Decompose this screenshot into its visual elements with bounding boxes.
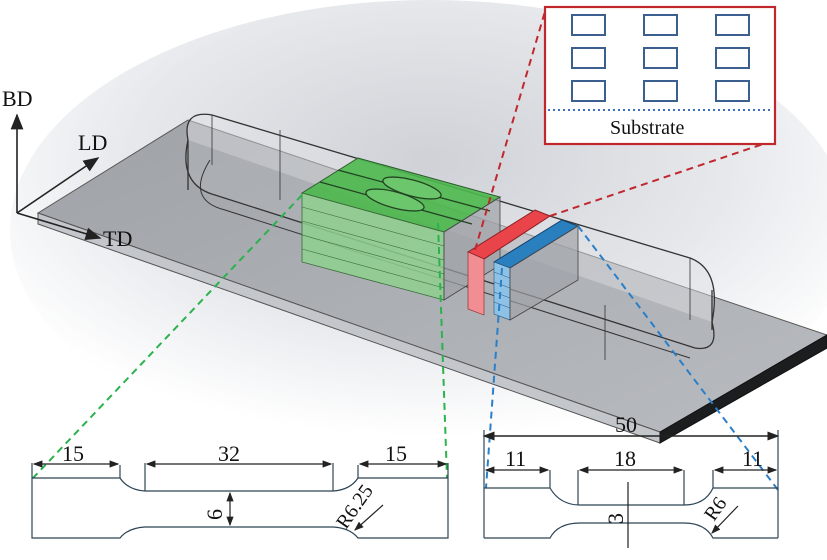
large-specimen-outline	[31, 463, 449, 539]
large-specimen-stack	[300, 157, 502, 301]
dim-gauge-length: 32	[218, 441, 240, 466]
small-specimen-drawing	[482, 430, 780, 548]
green-leader-right	[437, 222, 448, 479]
dim-small-grip-left: 11	[505, 446, 526, 471]
red-leader-right	[549, 139, 776, 217]
dim-small-gauge-length: 18	[614, 446, 636, 471]
dim-grip-left: 15	[62, 441, 84, 466]
substrate-label: Substrate	[610, 117, 685, 139]
inset-specimen-section	[715, 14, 750, 36]
red-leader-left	[474, 7, 547, 251]
blue-leader-right	[577, 225, 779, 491]
coordinate-axes: BD LD TD	[2, 86, 132, 251]
dim-small-fillet-radius: R6	[700, 493, 731, 525]
dim-overall-length: 50	[615, 412, 637, 437]
dim-small-gauge-width: 3	[603, 513, 628, 524]
td-label: TD	[103, 226, 132, 251]
blue-leader-left	[485, 267, 503, 489]
dim-small-grip-right: 11	[742, 446, 763, 471]
leader-lines	[32, 7, 779, 491]
inset-specimen-section	[571, 47, 606, 69]
inset-specimen-section	[643, 80, 678, 102]
green-leader-left	[32, 194, 303, 479]
red-specimen	[466, 209, 552, 316]
inset-specimen-section	[643, 47, 678, 69]
dim-fillet-radius: R6.25	[332, 481, 378, 533]
inset-specimen-section	[571, 14, 606, 36]
small-specimen-outline	[484, 470, 778, 539]
inset-specimen-grid	[571, 14, 750, 102]
inset-frame	[543, 5, 777, 146]
ld-arrow	[16, 157, 100, 214]
dim-grip-right: 15	[385, 441, 407, 466]
inset-specimen-section	[715, 80, 750, 102]
inset-specimen-section	[643, 14, 678, 36]
large-specimen-drawing	[31, 460, 449, 539]
bd-label: BD	[2, 86, 33, 111]
td-arrow	[16, 212, 102, 240]
inset-specimen-section	[715, 47, 750, 69]
ld-label: LD	[78, 130, 107, 155]
cross-section-inset: Substrate	[543, 5, 777, 146]
dim-gauge-width: 6	[202, 509, 227, 520]
inset-specimen-section	[571, 80, 606, 102]
